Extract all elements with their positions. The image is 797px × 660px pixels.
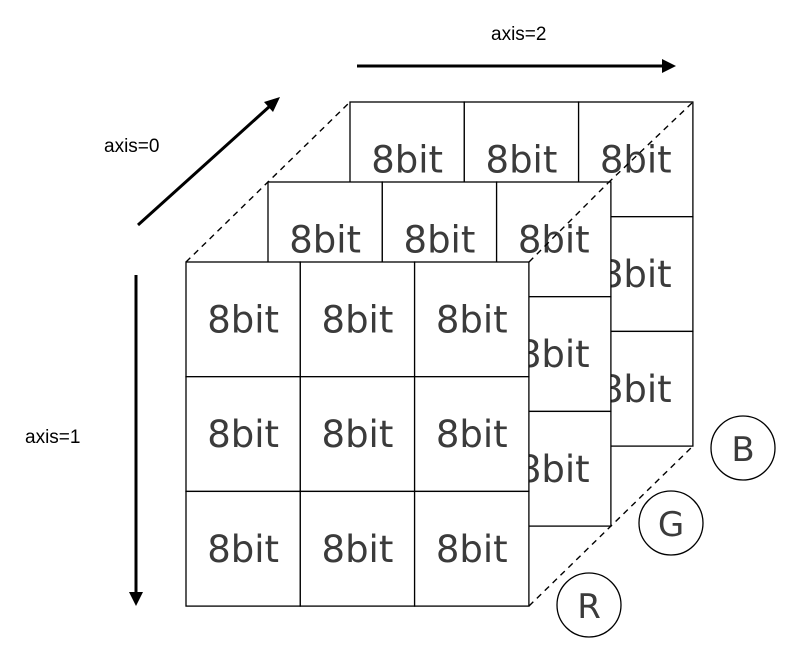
cell-r-2-2 xyxy=(413,490,530,607)
cell-label: 8bit xyxy=(518,218,590,261)
axis0-label: axis=0 xyxy=(104,136,159,157)
axis2-arrow xyxy=(357,59,676,73)
channel-g-circle: G xyxy=(638,490,704,556)
cell-label: 8bit xyxy=(518,448,590,491)
perspective-edges xyxy=(185,101,694,607)
edge-top-right-b xyxy=(607,101,694,184)
channel-b-circle: B xyxy=(710,415,776,481)
cell-label: 8bit xyxy=(207,413,279,456)
cell-label: 8bit xyxy=(436,528,508,571)
axis1-arrow xyxy=(129,275,143,606)
cell-label: 8bit xyxy=(600,253,672,296)
axis2-label: axis=2 xyxy=(491,24,546,45)
cell-label: 8bit xyxy=(600,138,672,181)
cell-r-2-1 xyxy=(299,490,416,607)
cell-label: 8bit xyxy=(518,333,590,376)
channel-g-label: G xyxy=(658,505,684,545)
cell-label: 8bit xyxy=(207,528,279,571)
cell-label: 8bit xyxy=(322,528,394,571)
channel-r-label: R xyxy=(577,587,601,627)
cell-label: 8bit xyxy=(600,368,672,411)
cell-label: 8bit xyxy=(289,218,361,261)
cell-label: 8bit xyxy=(436,413,508,456)
edge-top-right-a xyxy=(528,182,609,263)
cell-label: 8bit xyxy=(371,138,443,181)
channel-b-label: B xyxy=(731,430,754,470)
cell-label: 8bit xyxy=(486,138,558,181)
cell-r-1-0 xyxy=(185,376,301,493)
axis1-label: axis=1 xyxy=(25,427,80,448)
cell-label: 8bit xyxy=(207,298,279,341)
cell-r-1-1 xyxy=(299,376,416,493)
cell-label: 8bit xyxy=(404,218,476,261)
cell-label: 8bit xyxy=(322,413,394,456)
axis0-arrow xyxy=(136,97,280,227)
cell-label: 8bit xyxy=(436,298,508,341)
channel-r-layer: 8bit 8bit 8bit 8bit 8bit 8bit 8bit 8bit 8bit xyxy=(185,261,530,607)
edge-bottom-right xyxy=(528,445,694,607)
channel-r-circle: R xyxy=(556,572,622,638)
edge-top-left xyxy=(185,101,351,263)
cell-label: 8bit xyxy=(322,298,394,341)
